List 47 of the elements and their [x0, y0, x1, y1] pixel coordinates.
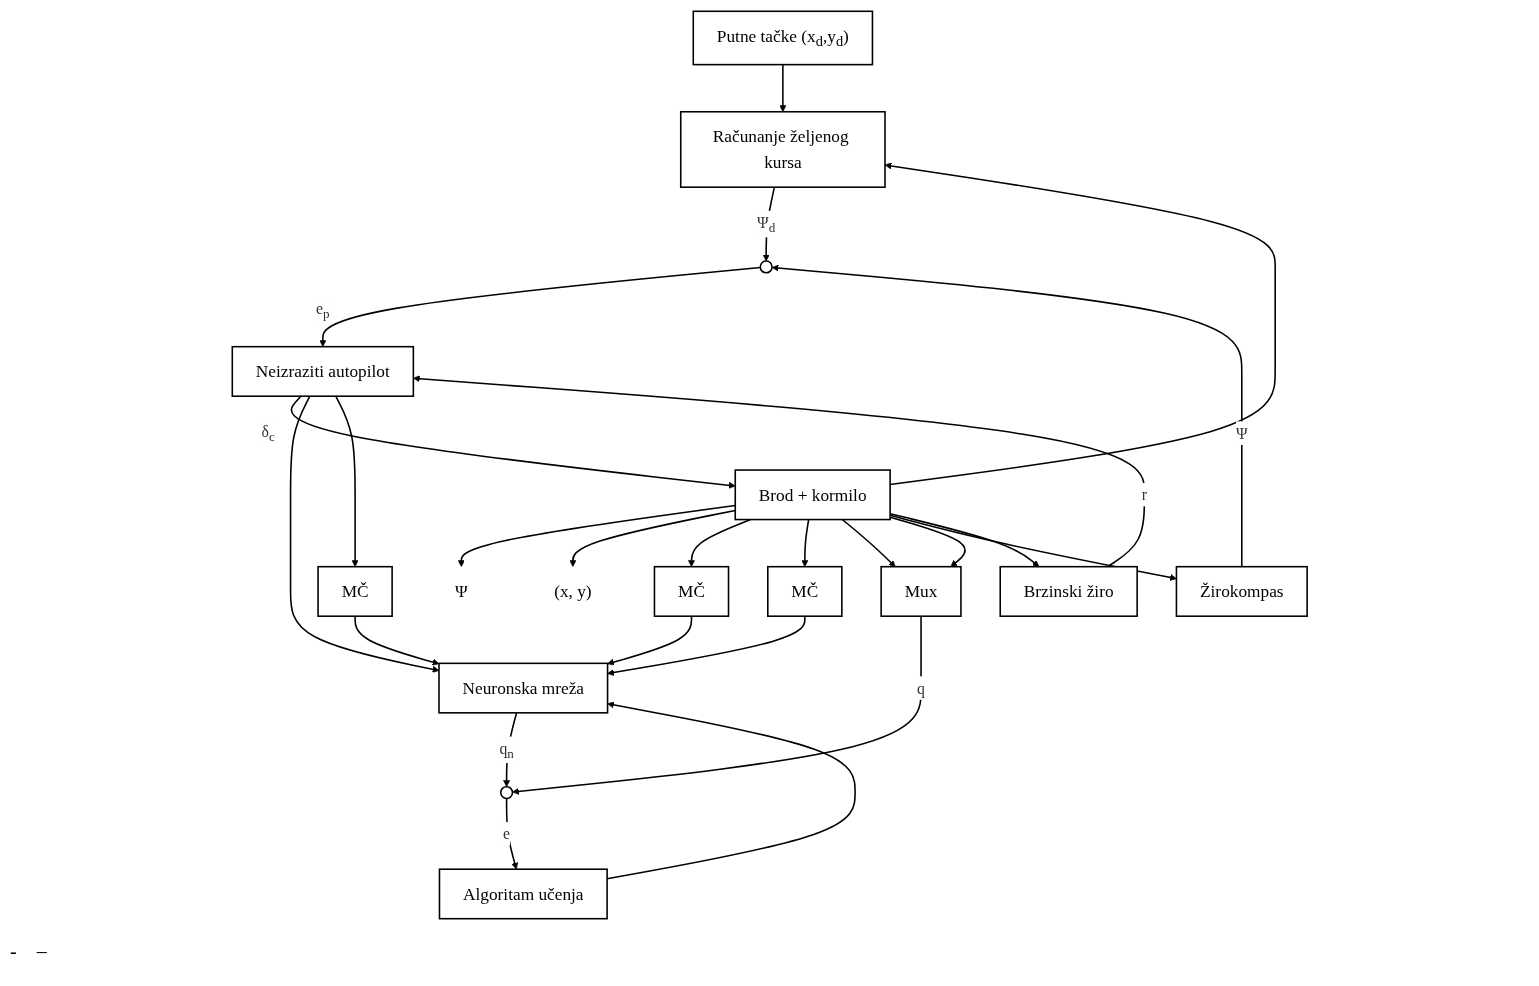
node-box: MČ: [317, 565, 393, 617]
arrow: [779, 63, 787, 113]
sign-label: –: [36, 940, 47, 963]
arrow: [290, 395, 736, 489]
arrow: [687, 518, 752, 567]
arrow: [569, 509, 736, 567]
node-box: Putne tačke (x$_{d}$,y$_{d}$): [692, 10, 873, 66]
arrow: [889, 516, 966, 567]
node-box: Neuronska mreža: [438, 662, 609, 714]
node-box: MČ: [766, 565, 843, 617]
arrow: [801, 518, 810, 567]
node-box: Mux: [880, 565, 962, 617]
arrow: [884, 162, 1276, 486]
arrow: [606, 701, 856, 880]
arrow: [607, 615, 806, 676]
arrow: [607, 615, 693, 666]
edge-label: e$_{p}$: [315, 299, 330, 321]
arrow: [771, 264, 1243, 568]
edge-label: e: [502, 825, 510, 843]
node-box: Brzinski žiro: [999, 565, 1138, 617]
edge-label: Ψ$_{d}$: [756, 213, 776, 236]
edge-label: q: [916, 679, 925, 697]
arrow: [334, 395, 359, 567]
node-box: MČ: [653, 565, 730, 617]
edge-label: δ$_{c}$: [261, 422, 275, 445]
arrow: [841, 518, 896, 567]
arrow: [505, 797, 518, 870]
arrow: [457, 504, 736, 567]
node-box: Neizraziti autopilot: [231, 345, 414, 397]
node-text: Ψ: [454, 581, 468, 602]
node-text: (x, y): [553, 581, 592, 602]
node-circle: [499, 785, 514, 800]
node-box: Algoritam učenja: [438, 868, 608, 920]
arrow: [319, 266, 761, 347]
edge-label: Ψ: [1235, 424, 1248, 442]
node-box: Računanje željenog kursa: [679, 110, 886, 188]
edge-label: r: [1141, 486, 1147, 504]
arrow: [289, 395, 440, 673]
arrow: [889, 514, 1177, 581]
arrow: [889, 512, 1039, 567]
sign-label: -: [10, 940, 17, 963]
node-circle: [759, 260, 773, 274]
edge-label: q$_{n}$: [499, 739, 514, 761]
arrow: [511, 615, 922, 795]
node-box: Žirokompas: [1175, 565, 1308, 617]
arrow: [354, 615, 440, 666]
node-box: Brod + kormilo: [734, 469, 891, 521]
